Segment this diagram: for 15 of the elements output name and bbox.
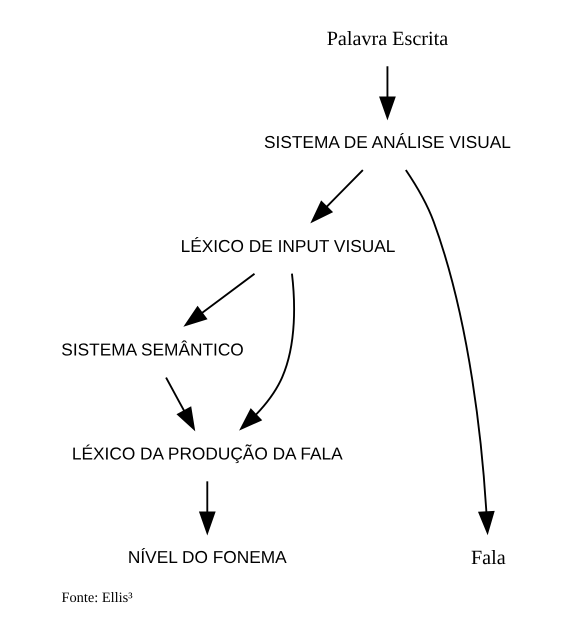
arrow bbox=[310, 169, 364, 224]
arrow bbox=[378, 66, 396, 120]
node-text: Palavra Escrita bbox=[326, 28, 448, 50]
arrow bbox=[182, 273, 255, 327]
node-text: Fala bbox=[470, 547, 506, 570]
arrow bbox=[238, 274, 294, 431]
node-text: SISTEMA SEMÂNTICO bbox=[60, 340, 244, 360]
arrow bbox=[164, 377, 195, 432]
node-text: LÉXICO DA PRODUÇÃO DA FALA bbox=[71, 443, 342, 464]
arrow bbox=[404, 170, 494, 536]
node-text: LÉXICO DE INPUT VISUAL bbox=[180, 236, 395, 256]
node-text: SISTEMA DE ANÁLISE VISUAL bbox=[264, 132, 510, 152]
caption: Fonte: Ellis³ bbox=[60, 590, 132, 606]
node-text: NÍVEL DO FONEMA bbox=[127, 547, 286, 568]
arrow bbox=[198, 481, 216, 536]
